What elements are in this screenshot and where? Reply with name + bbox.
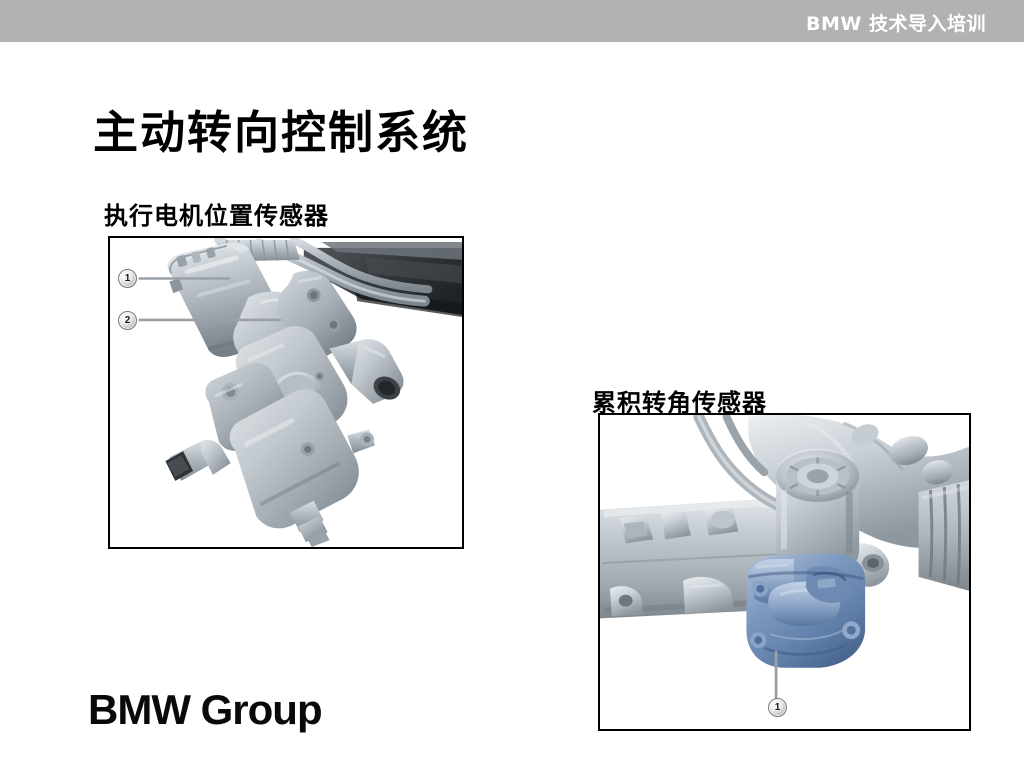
page-title: 主动转向控制系统 xyxy=(93,106,470,159)
rack-bosses xyxy=(609,507,890,617)
rack-boot-right xyxy=(918,480,969,591)
hydraulic-connector xyxy=(329,339,404,404)
electrical-connector xyxy=(165,439,231,481)
header-title: BMW 技术导入培训 xyxy=(806,13,986,35)
pinion-housing xyxy=(229,389,375,529)
callout-marker-2: 2 xyxy=(118,311,137,330)
steering-rack-illustration xyxy=(600,415,969,729)
bmw-group-logo: BMW Group xyxy=(88,686,323,733)
cumulative-steering-angle-sensor-highlight xyxy=(746,553,866,668)
figure-caption-cumulative-steering-angle-sensor: 累积转角传感器 xyxy=(592,389,767,417)
figure-caption-actuator-motor-position-sensor: 执行电机位置传感器 xyxy=(104,202,329,230)
steering-gear-illustration xyxy=(110,238,462,547)
bleed-screw xyxy=(289,500,330,547)
figure-actuator-motor-position-sensor: 1 2 xyxy=(108,236,464,549)
callout-marker-1: 1 xyxy=(768,698,787,717)
pinion-housing-cylinder xyxy=(776,448,860,581)
figure-cumulative-steering-angle-sensor: 1 xyxy=(598,413,971,731)
callout-marker-1: 1 xyxy=(118,269,137,288)
header-bar: BMW 技术导入培训 xyxy=(0,0,1024,42)
